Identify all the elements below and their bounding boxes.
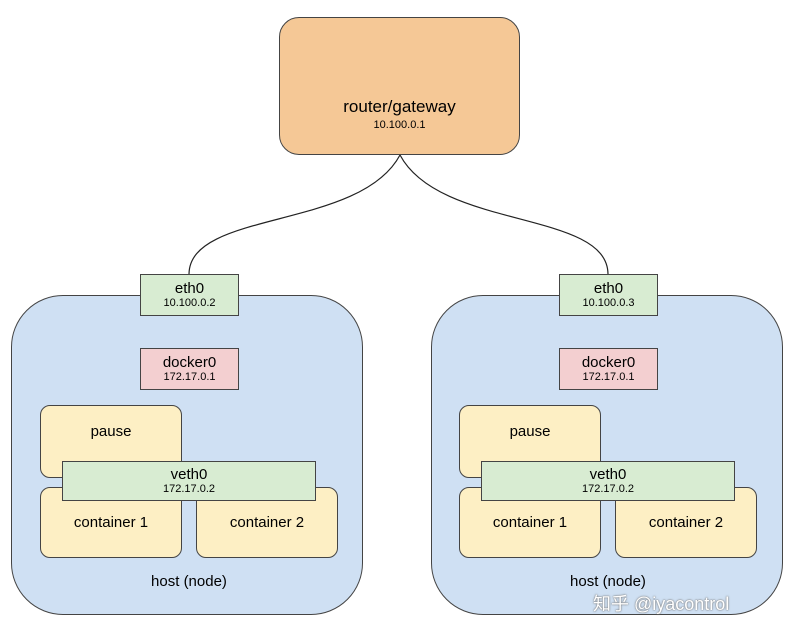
veth0-right: veth0 172.17.0.2: [481, 461, 735, 501]
docker0-label: docker0: [162, 354, 217, 371]
router-to-eth0-right-link: [399, 154, 609, 275]
docker0-right: docker0 172.17.0.1: [559, 348, 658, 390]
veth0-left: veth0 172.17.0.2: [62, 461, 316, 501]
eth0-left: eth0 10.100.0.2: [140, 274, 239, 316]
router-name: router/gateway: [343, 97, 456, 116]
container-1-label: container 1: [492, 514, 568, 531]
veth0-label: veth0: [589, 466, 627, 483]
pause-label: pause: [509, 423, 551, 440]
veth0-ip: 172.17.0.2: [163, 483, 215, 495]
eth0-label: eth0: [593, 280, 624, 297]
router-to-eth0-left-link: [188, 154, 401, 275]
docker0-ip: 172.17.0.1: [582, 371, 635, 383]
eth0-ip: 10.100.0.3: [582, 297, 635, 309]
host-label-right: host (node): [570, 573, 646, 590]
router-gateway-node: router/gateway 10.100.0.1: [279, 17, 520, 155]
eth0-label: eth0: [174, 280, 205, 297]
veth0-ip: 172.17.0.2: [582, 483, 634, 495]
container-1-label: container 1: [73, 514, 149, 531]
pause-label: pause: [90, 423, 132, 440]
container-2-label: container 2: [648, 514, 724, 531]
container-2-label: container 2: [229, 514, 305, 531]
docker0-ip: 172.17.0.1: [163, 371, 216, 383]
watermark: 知乎 @iyacontrol: [593, 594, 730, 614]
router-ip: 10.100.0.1: [373, 119, 426, 131]
docker0-left: docker0 172.17.0.1: [140, 348, 239, 390]
host-label-left: host (node): [151, 573, 227, 590]
docker0-label: docker0: [581, 354, 636, 371]
eth0-right: eth0 10.100.0.3: [559, 274, 658, 316]
eth0-ip: 10.100.0.2: [163, 297, 216, 309]
veth0-label: veth0: [170, 466, 208, 483]
